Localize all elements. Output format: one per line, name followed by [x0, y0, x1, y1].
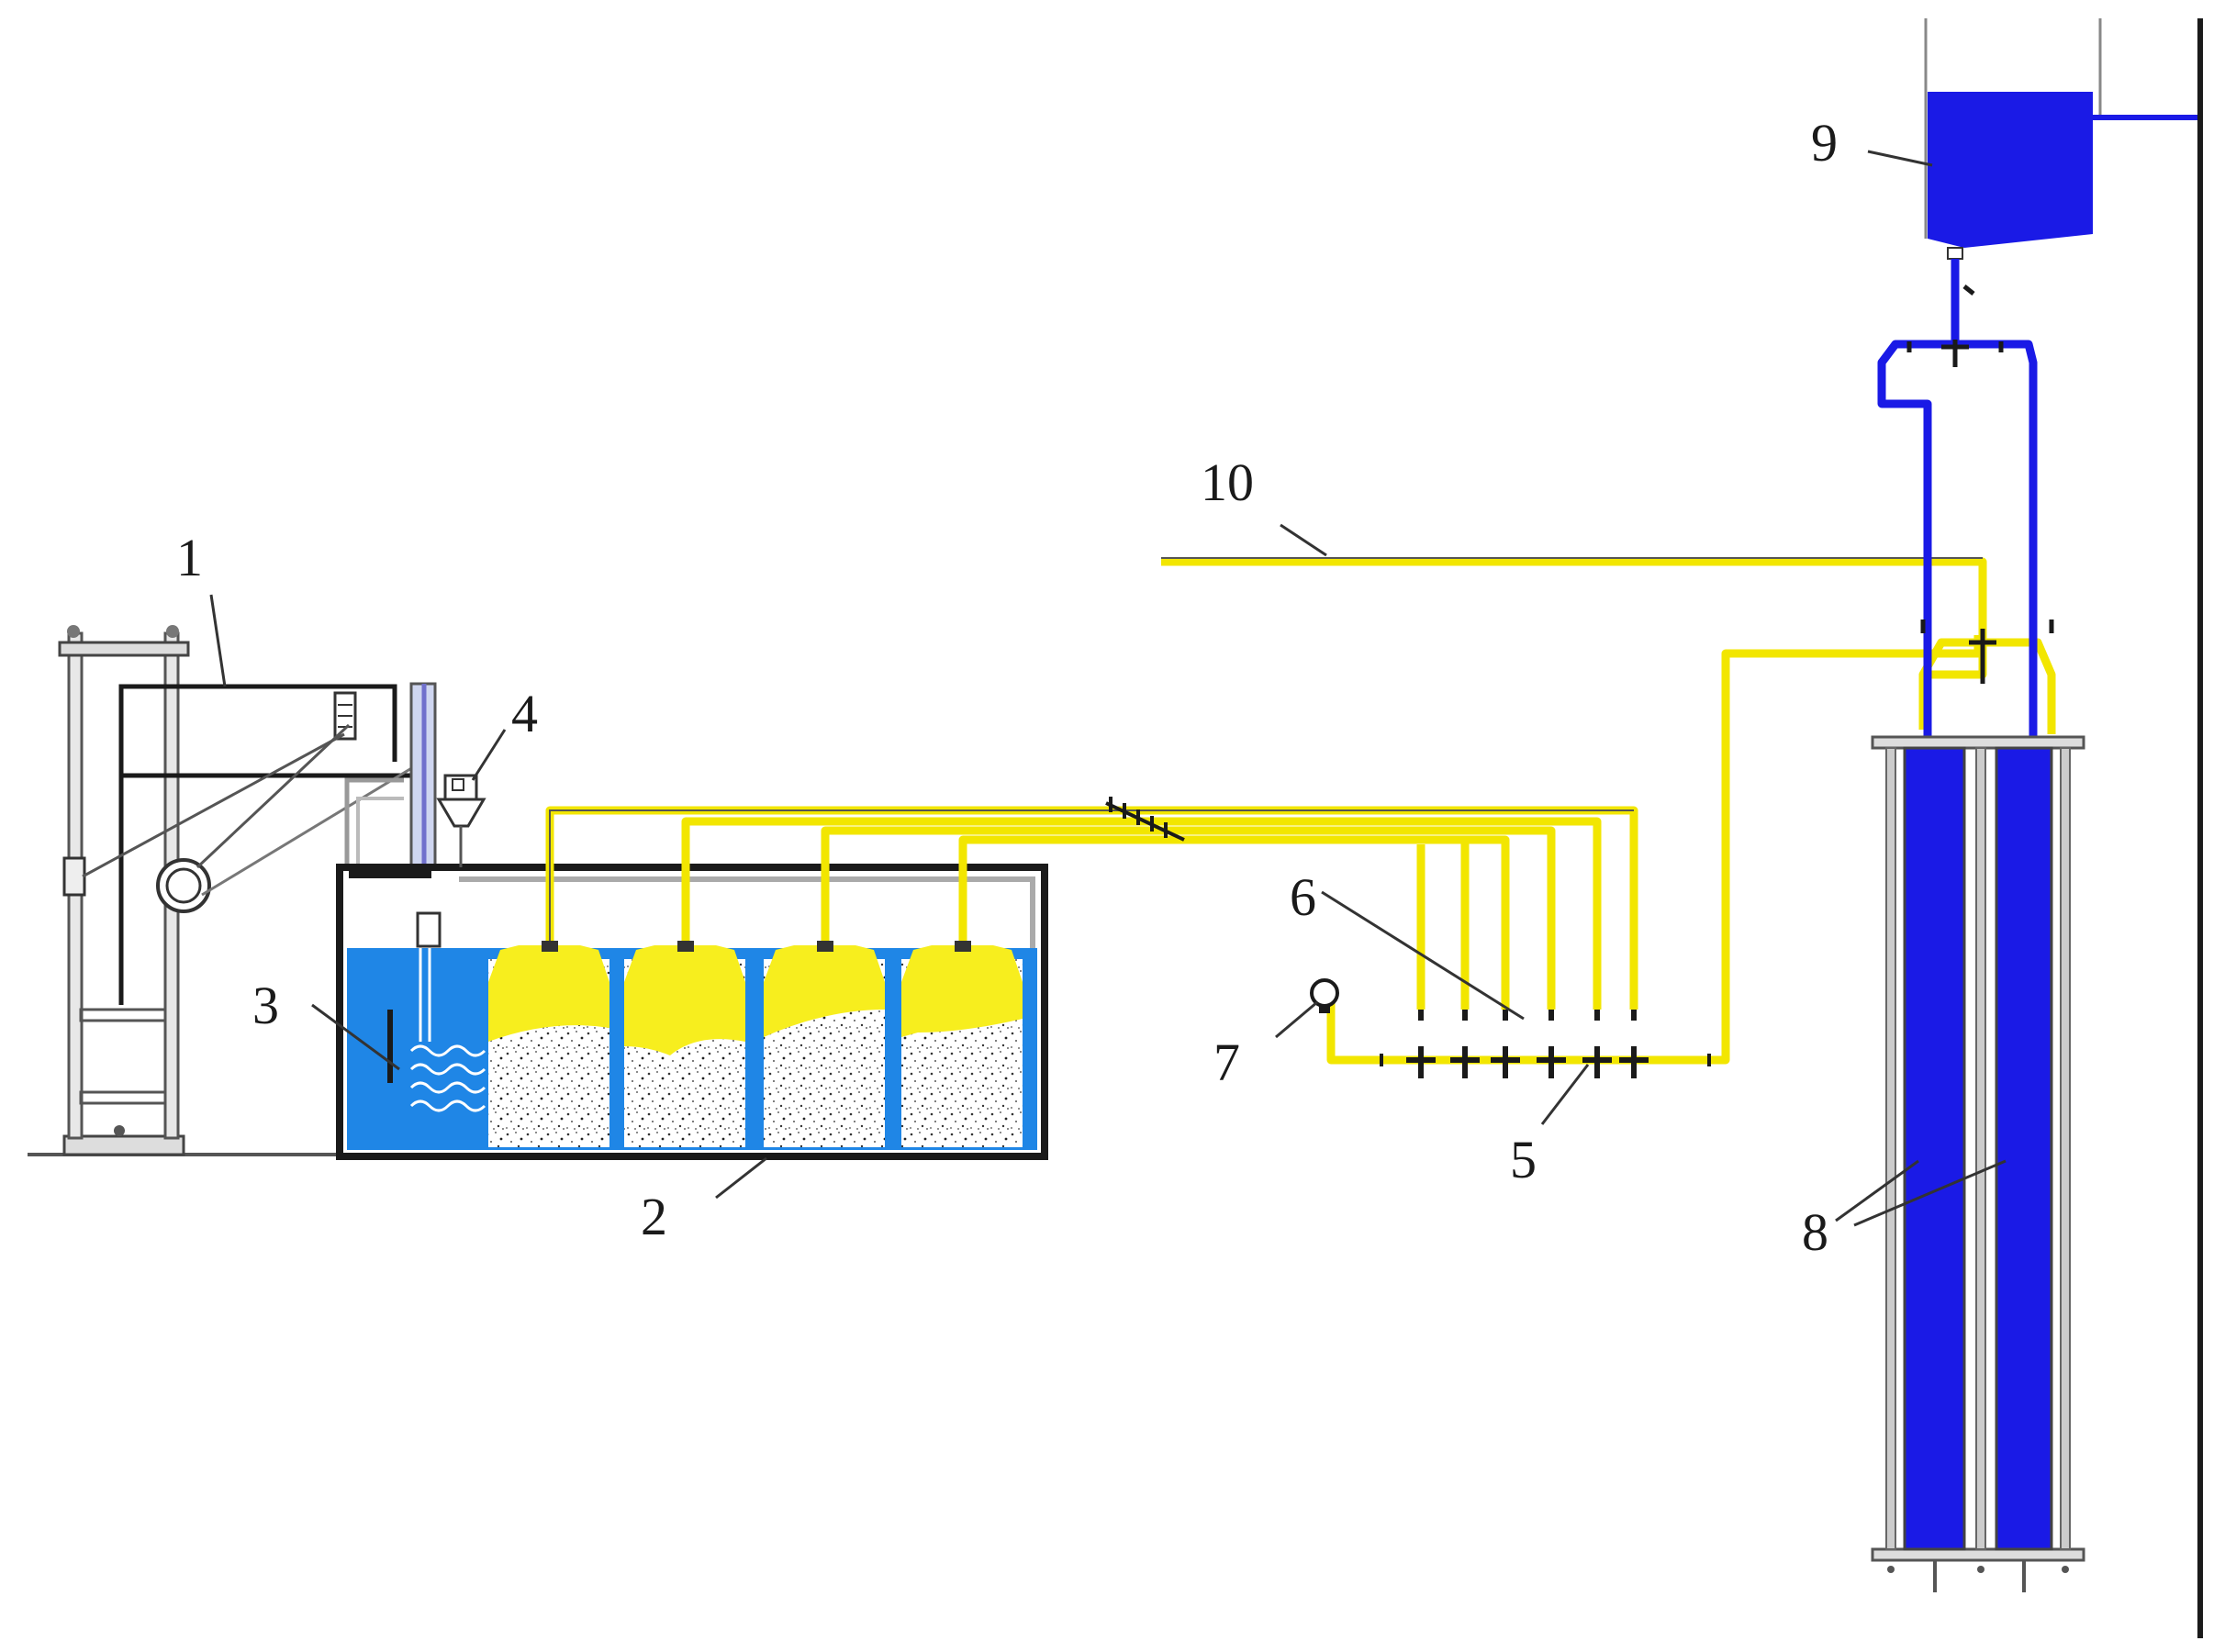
manifold-valve: [1406, 1010, 1436, 1078]
manifold-valve: [1619, 1010, 1649, 1078]
leader-lines: [209, 150, 2007, 1227]
thermostat-funnel: [436, 774, 486, 867]
water-line-valves: [1906, 285, 2054, 684]
label-6: 6: [1290, 867, 1316, 927]
label-10: 10: [1201, 452, 1254, 512]
label-7: 7: [1213, 1032, 1240, 1092]
label-2: 2: [641, 1187, 667, 1246]
valve-manifold: [1380, 1010, 1711, 1078]
label-5: 5: [1510, 1130, 1537, 1189]
reactor-bottle: [901, 941, 1023, 1147]
reactor-bottle: [488, 941, 609, 1147]
reactor-bottle: [764, 941, 885, 1147]
label-9: 9: [1811, 113, 1838, 173]
gas-line-outline: [549, 557, 1983, 941]
label-4: 4: [511, 684, 538, 743]
label-3: 3: [252, 976, 279, 1035]
loading-frame: [58, 625, 437, 1156]
sediment-columns: [1871, 735, 2085, 1592]
label-8: 8: [1802, 1202, 1828, 1262]
label-1: 1: [176, 528, 203, 587]
heater-coil: [387, 911, 486, 1112]
manifold-valve: [1582, 1010, 1612, 1078]
manifold-valve: [1491, 1010, 1520, 1078]
reactor-bottle: [624, 941, 745, 1147]
water-reservoir: [1924, 18, 2198, 260]
pressure-gauge: [1310, 978, 1339, 1013]
reactor-bottles: [488, 941, 1023, 1147]
manifold-valve: [1537, 1010, 1566, 1078]
water-line-network: [1877, 259, 2038, 739]
manifold-valve: [1450, 1010, 1480, 1078]
header-valves: [1105, 797, 1185, 842]
